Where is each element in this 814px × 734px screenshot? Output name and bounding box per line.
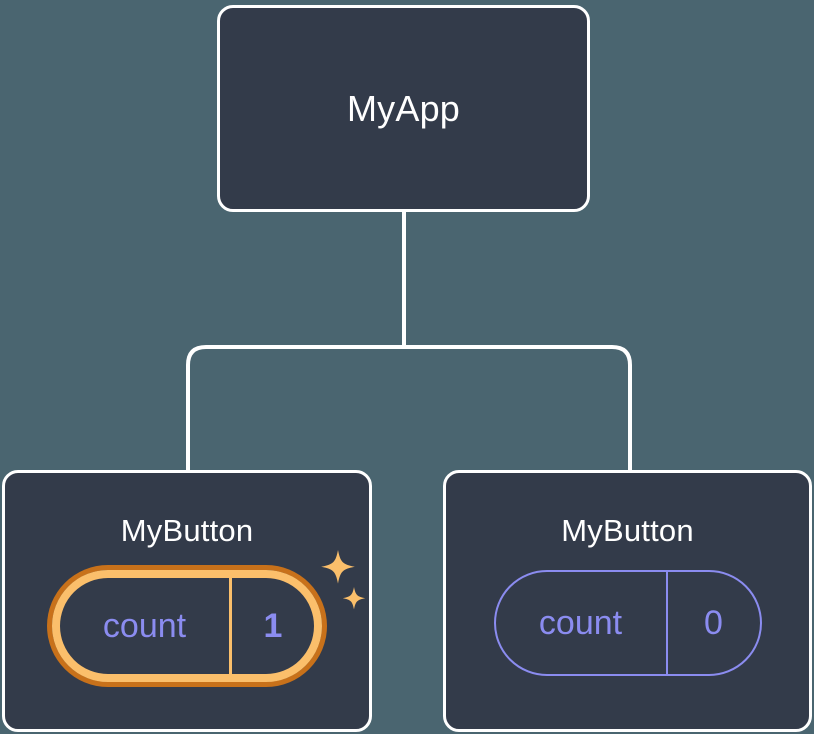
node-myapp[interactable]: MyApp	[217, 5, 590, 212]
node-title: MyButton	[120, 513, 254, 548]
state-value-label: 1	[263, 607, 283, 645]
sparkles-icon	[321, 550, 366, 610]
node-title: MyApp	[346, 87, 461, 129]
connector-branch-bar	[186, 345, 632, 470]
state-pill-wrapper: count 0	[493, 570, 762, 676]
sparkle-small-icon	[342, 587, 366, 610]
node-title: MyButton	[561, 513, 694, 548]
state-key-label: count	[60, 578, 232, 674]
node-mybutton-right[interactable]: MyButton count 0	[443, 470, 812, 732]
state-key-label: count	[496, 572, 668, 674]
state-value-label: 0	[704, 604, 723, 642]
state-pill-wrapper: count 1	[52, 550, 366, 682]
state-pill-highlighted[interactable]: count 1	[52, 570, 322, 682]
sparkle-large-icon	[321, 550, 355, 584]
node-mybutton-left[interactable]: MyButton count 1	[2, 470, 372, 732]
state-pill[interactable]: count 0	[493, 570, 762, 676]
